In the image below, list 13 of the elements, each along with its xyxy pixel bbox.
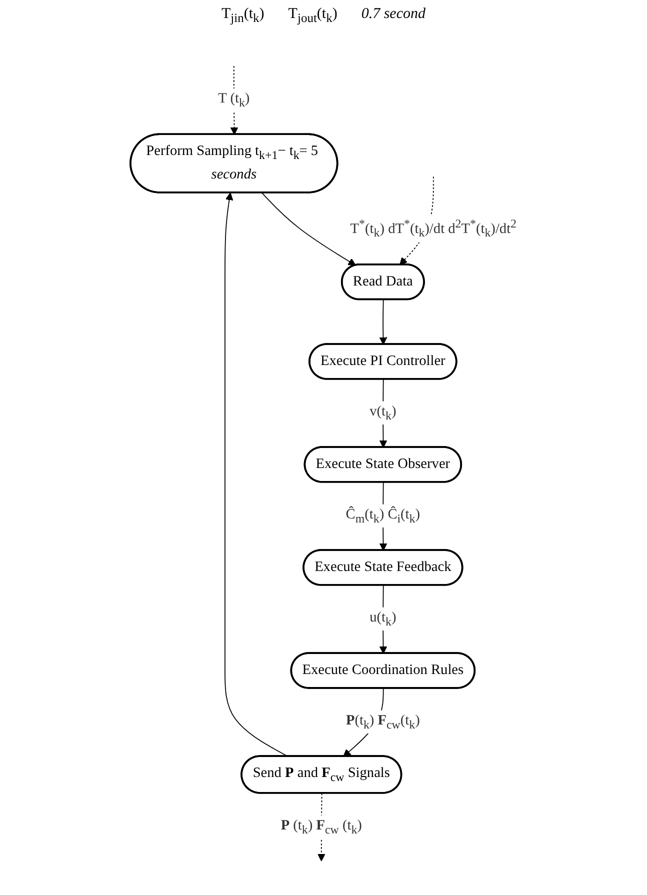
edge-label: T$^{*}$(t$_{k}$) dT$^{*}$(t$_{k}$)/dt d$^{2}$T$^{*}$(t$_{k}$)/dt$^{2}$ [350, 216, 517, 240]
edge-label: v(t$_{k}$) [370, 404, 396, 422]
edge-label: P(t$_{k}$) F$_{cw}$(t$_{k}$) [346, 712, 420, 732]
edge-label: u(t$_{k}$) [370, 610, 396, 628]
edge-label: P (t$_{k}$) F$_{cw}$ (t$_{k}$) [280, 818, 362, 836]
signal-label: 0.7 second [361, 6, 426, 24]
arrow [224, 192, 288, 757]
arrow [261, 192, 356, 266]
arrow [379, 299, 388, 345]
signal-label: T$_{jout}$(t$_{k}$) [288, 6, 338, 26]
edge-label: T (t$_{k}$) [218, 91, 250, 110]
signal-label: T$_{jin}$(t$_{k}$) [222, 6, 264, 26]
edge-label: Ĉ$_{m}$(t$_{k}$) Ĉ$_{i}$(t$_{k}$) [346, 506, 420, 526]
